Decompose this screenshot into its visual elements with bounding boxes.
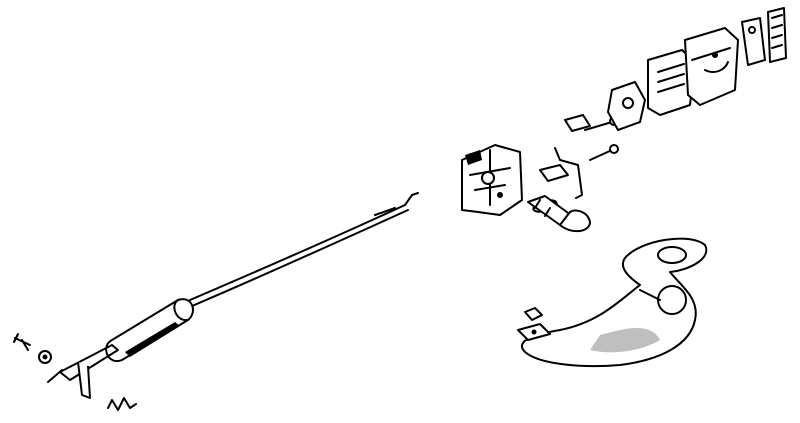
small-block-part	[539, 114, 591, 182]
washer-plate	[517, 323, 551, 341]
nut-right	[524, 307, 543, 321]
handle-cover	[741, 17, 766, 66]
striker-bracket-plate	[521, 237, 708, 368]
screw-left	[13, 333, 31, 351]
latch-body	[461, 144, 523, 216]
control-cable	[189, 192, 419, 307]
rod-link	[554, 147, 583, 199]
screw-lower	[589, 144, 619, 161]
clip-spring	[107, 397, 137, 411]
mounting-bracket-left	[47, 344, 119, 399]
latch-lever-plate	[607, 81, 646, 131]
gasket-plate	[647, 49, 696, 116]
lock-cylinder	[527, 195, 591, 233]
cable-sleeve-cylinder	[105, 298, 194, 363]
handle-housing	[684, 27, 739, 106]
trim-pad	[767, 7, 787, 63]
nut-left	[38, 350, 52, 364]
